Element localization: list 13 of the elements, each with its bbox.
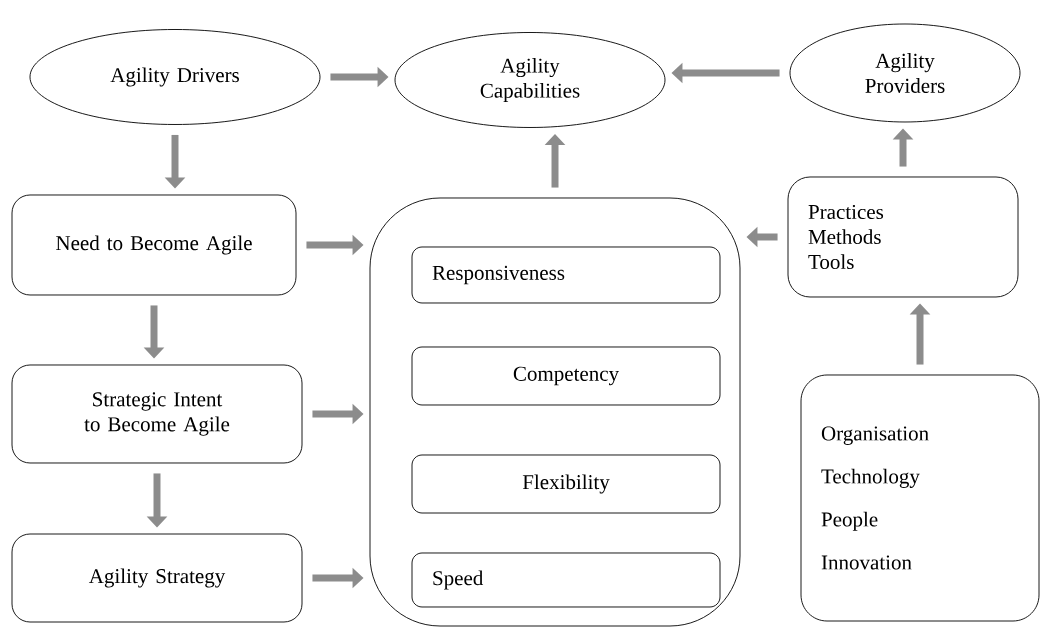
capability-box: Speed bbox=[411, 552, 721, 608]
capability-box: Flexibility bbox=[411, 454, 721, 514]
ellipse-node: Agility Capabilities bbox=[394, 32, 666, 128]
container-box bbox=[369, 197, 741, 627]
process-box: Agility Strategy bbox=[11, 533, 303, 623]
ellipse-node: Agility Providers bbox=[789, 23, 1021, 123]
process-box: Need to Become Agile bbox=[11, 194, 297, 296]
capability-box: Competency bbox=[411, 346, 721, 406]
list-box: Practices Methods Tools bbox=[787, 176, 1019, 298]
list-box: Organisation Technology People Innovation bbox=[800, 374, 1040, 622]
capability-box: Responsiveness bbox=[411, 246, 721, 304]
process-box: Strategic Intent to Become Agile bbox=[11, 364, 303, 464]
ellipse-node: Agility Drivers bbox=[29, 29, 321, 125]
